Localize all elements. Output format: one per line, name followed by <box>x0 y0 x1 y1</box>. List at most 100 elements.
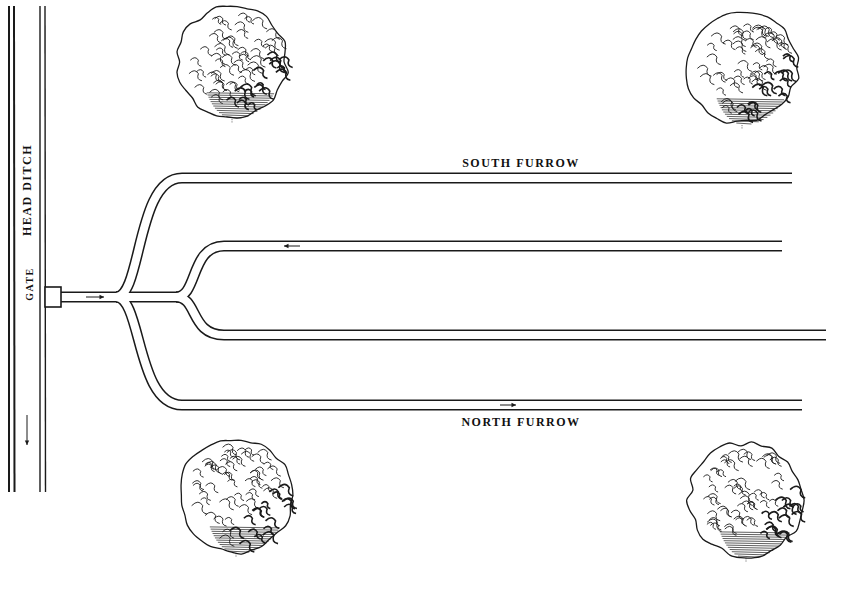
leaf-stroke <box>235 22 249 32</box>
shadow-hatch <box>730 550 774 551</box>
furrow-bank <box>116 292 178 303</box>
shadow-hatch <box>726 545 779 546</box>
shadow-hatch <box>211 529 279 530</box>
leaf-stroke <box>707 54 721 65</box>
leaf-stroke <box>759 86 771 95</box>
ditch-label: HEAD DITCH <box>20 141 34 239</box>
shadow-hatch <box>222 547 260 548</box>
leaf-stroke <box>703 475 712 482</box>
leaf-stroke <box>734 486 746 495</box>
leaf-stroke <box>226 82 239 92</box>
shadow-hatch <box>219 113 254 114</box>
leaf-stroke <box>244 516 256 525</box>
shadow-hatch <box>215 538 271 539</box>
leaf-stroke <box>269 489 281 499</box>
furrow-water <box>176 297 826 335</box>
leaf-stroke <box>730 26 743 36</box>
shadow-hatch <box>725 114 771 115</box>
leaf-stroke <box>246 68 255 75</box>
shadow-hatch <box>718 103 781 104</box>
gate-box <box>45 287 61 307</box>
leaf-stroke <box>227 450 240 460</box>
leaf-stroke <box>709 497 719 504</box>
shadow-hatch <box>218 542 266 543</box>
furrow-water <box>176 246 782 297</box>
shadow-hatch <box>717 99 784 100</box>
shadow-hatch <box>727 116 768 117</box>
leaf-stroke <box>728 451 743 462</box>
shadow-hatch <box>742 125 743 126</box>
leaf-stroke <box>756 458 769 468</box>
flow-arrow <box>86 295 104 299</box>
leaf-stroke <box>206 483 219 493</box>
furrow-label: NORTH FURROW <box>461 416 580 428</box>
leaf-stroke <box>196 70 206 78</box>
leaf-stroke <box>271 478 284 488</box>
leaf-stroke <box>228 479 238 487</box>
leaf-stroke <box>263 44 273 52</box>
shadow-hatch <box>719 105 779 106</box>
leaf-stroke <box>720 457 729 464</box>
ditch-bank <box>13 6 16 492</box>
leaf-stroke <box>278 484 293 496</box>
leaf-stroke <box>253 509 264 518</box>
leaf-stroke <box>211 95 223 104</box>
leaf-stroke <box>783 55 798 67</box>
shadow-hatch <box>236 556 237 557</box>
leaf-stroke <box>231 64 241 72</box>
shadow-hatch <box>721 108 778 109</box>
leaf-stroke <box>258 449 272 460</box>
leaf-stroke <box>255 467 266 476</box>
leaf-stroke <box>222 472 232 480</box>
furrow-bank <box>176 297 826 335</box>
ditch-bank <box>44 6 46 492</box>
leaf-stroke <box>237 29 249 38</box>
shadow-hatch <box>208 95 273 96</box>
shadow-hatch <box>213 106 263 107</box>
shadow-hatch <box>732 552 770 553</box>
shadow-hatch <box>722 536 787 537</box>
leaf-stroke <box>713 73 725 83</box>
shadow-hatch <box>214 536 274 537</box>
leaf-stroke <box>753 63 762 70</box>
leaf-stroke <box>246 499 258 508</box>
leaf-stroke <box>221 454 230 461</box>
leaf-stroke <box>747 502 756 509</box>
leaf-stroke <box>219 499 233 510</box>
leaf-stroke <box>774 86 786 95</box>
shadow-hatch <box>734 554 765 555</box>
shadow-hatch <box>224 549 255 550</box>
leaf-stroke <box>214 30 227 40</box>
shadow-hatch <box>209 99 269 100</box>
leaf-stroke <box>725 485 736 494</box>
shadow-hatch <box>207 93 274 94</box>
leaf-stroke <box>778 70 792 81</box>
leaf-stroke <box>747 518 758 527</box>
furrow-bank <box>116 178 792 297</box>
leaf-stroke <box>265 39 280 51</box>
furrow-water <box>116 178 792 297</box>
leaf-stroke <box>211 70 225 81</box>
leaf-stroke <box>733 29 747 40</box>
leaf-stroke <box>217 467 230 477</box>
leaf-stroke <box>233 456 246 466</box>
leaf-stroke <box>221 38 233 47</box>
leaf-stroke <box>707 511 720 521</box>
leaf-stroke <box>734 70 744 78</box>
leaf-stroke <box>284 504 296 513</box>
leaf-stroke <box>234 493 244 500</box>
leaf-stroke <box>254 39 264 47</box>
ditch-bank <box>8 6 10 492</box>
leaf-stroke <box>201 498 210 505</box>
leaf-stroke <box>703 496 714 505</box>
leaf-stroke <box>723 40 735 50</box>
leaf-stroke <box>743 24 753 32</box>
leaf-stroke <box>239 541 254 553</box>
leaf-stroke <box>239 505 252 515</box>
leaf-stroke <box>779 43 792 53</box>
leaf-stroke <box>249 489 259 497</box>
leaf-stroke <box>266 29 280 40</box>
leaf-stroke <box>207 72 219 82</box>
leaf-stroke <box>760 501 769 508</box>
